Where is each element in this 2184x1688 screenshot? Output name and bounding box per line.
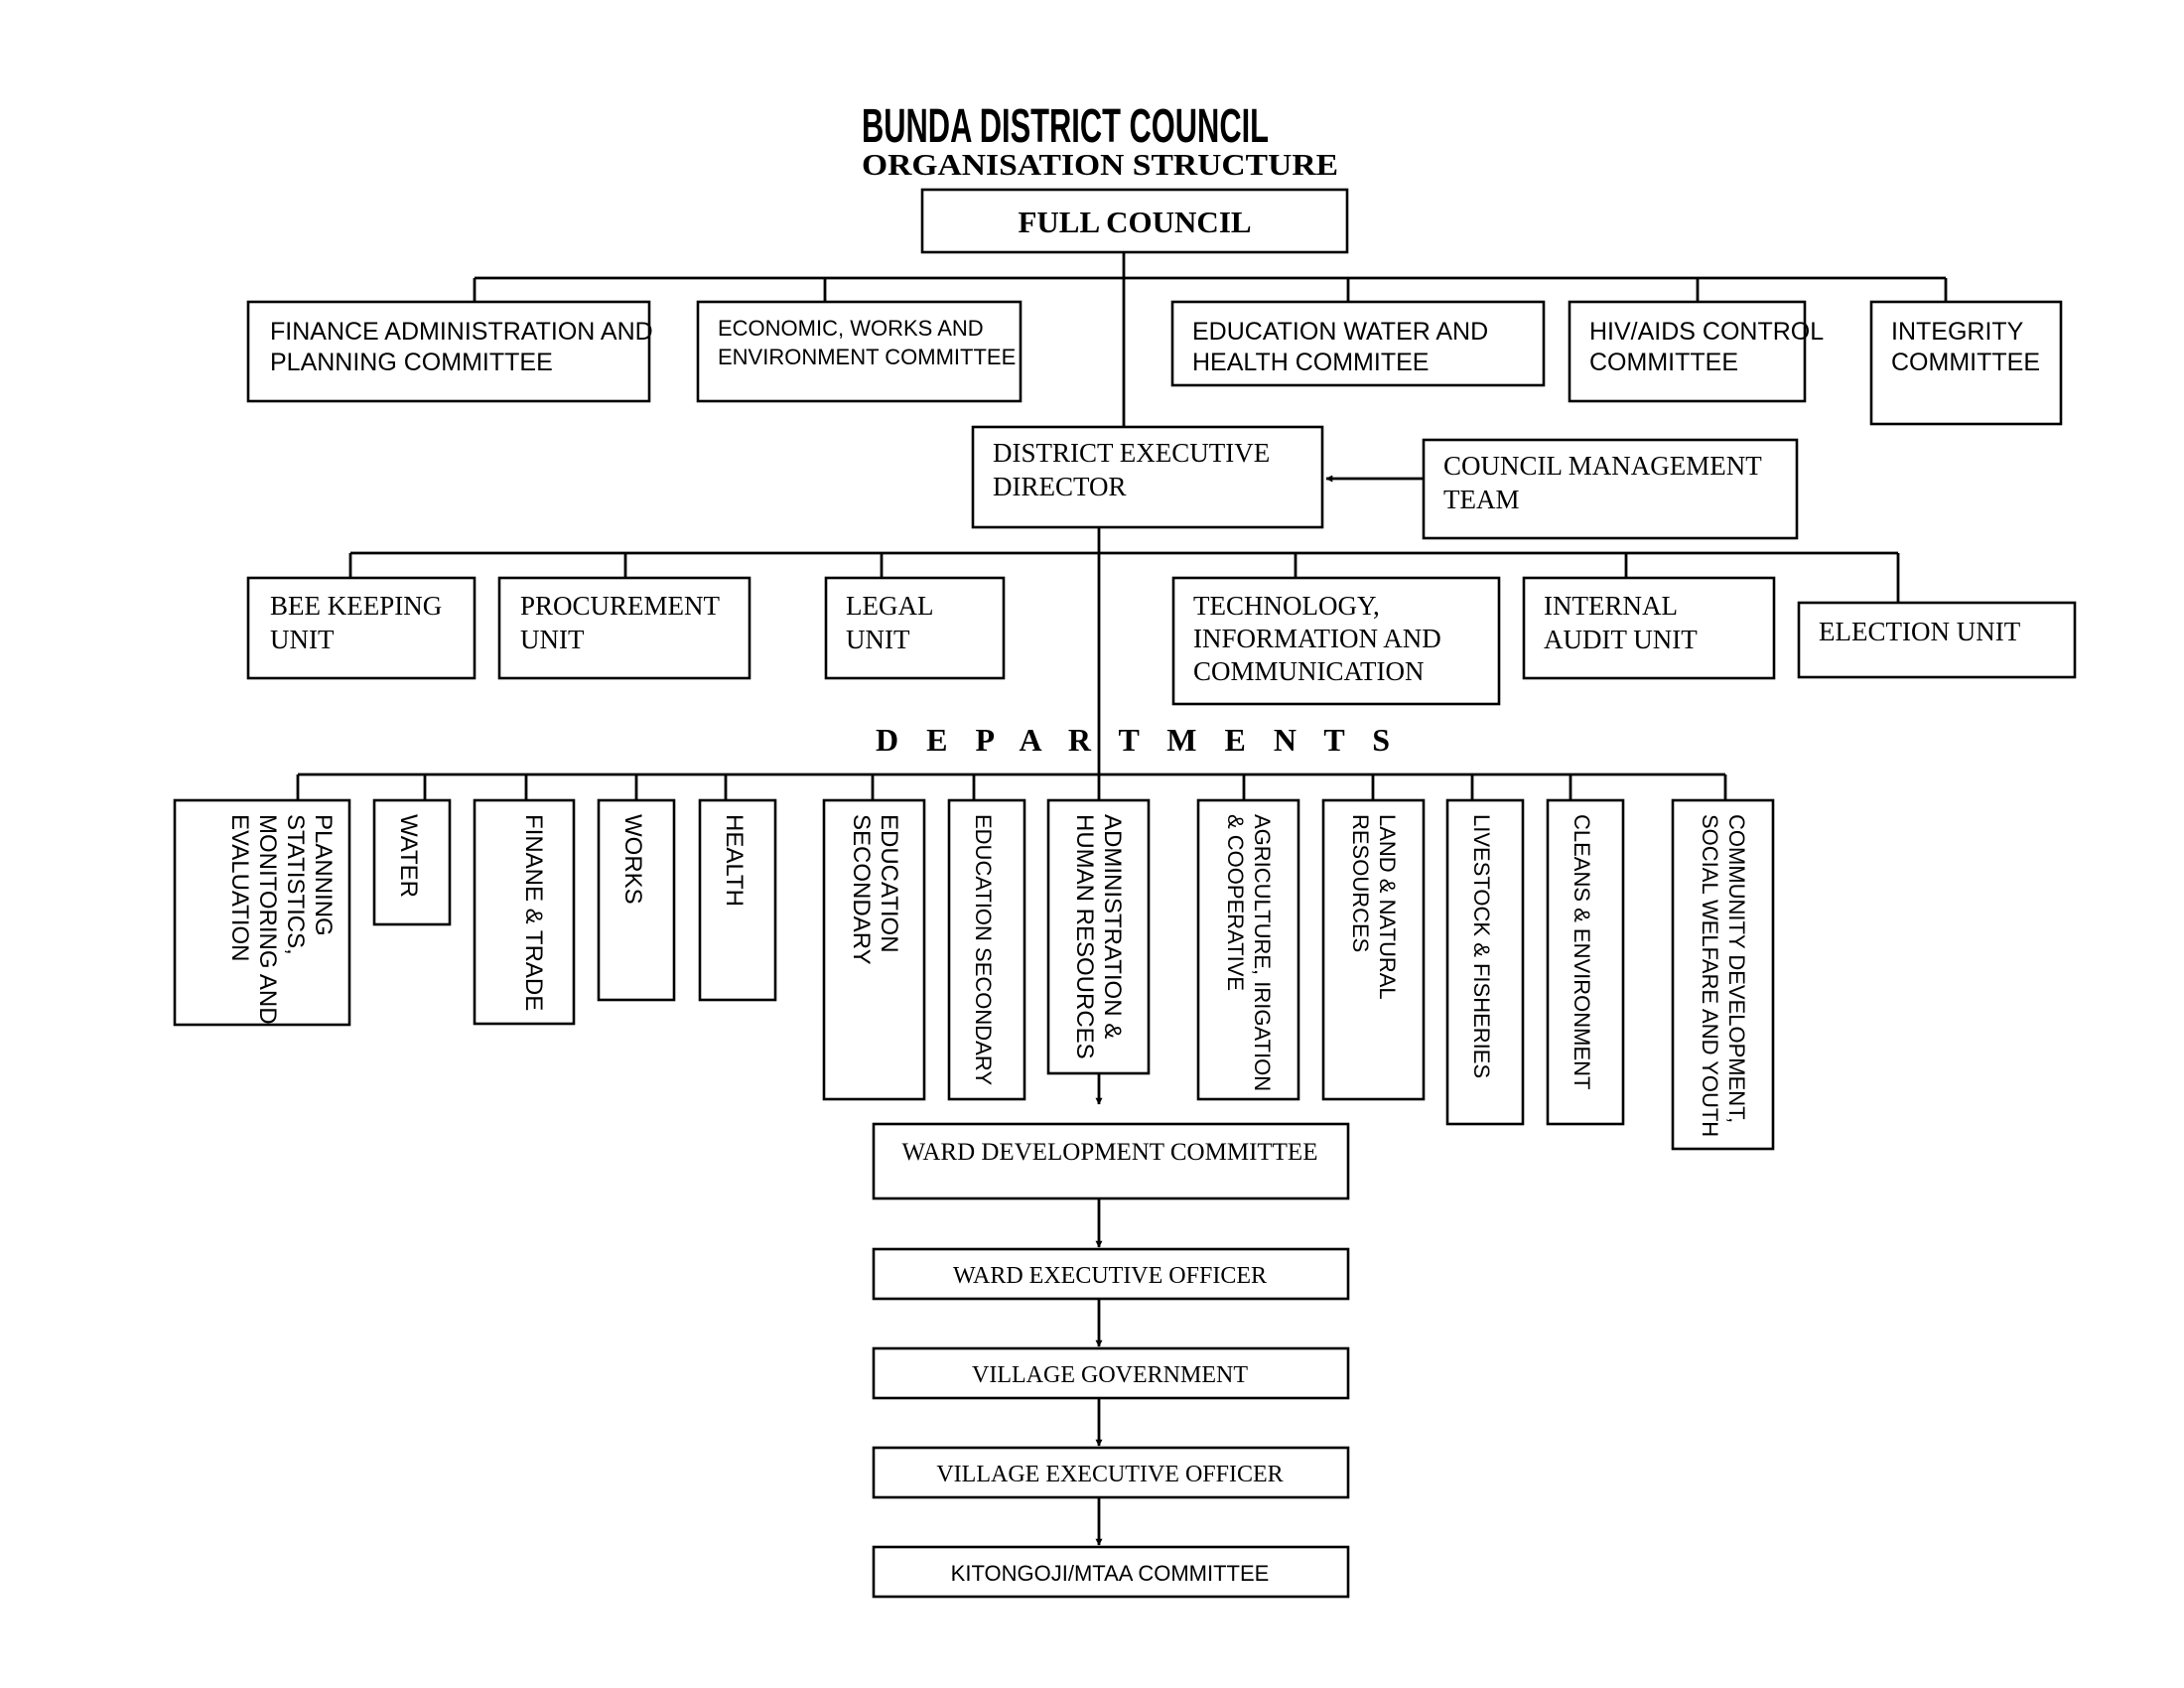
unit-label: BEE KEEPING xyxy=(270,591,442,621)
department-box: WORKS xyxy=(597,798,676,1002)
district-executive-director-box: DISTRICT EXECUTIVE DIRECTOR xyxy=(971,425,1324,529)
department-label: STATISTICS, xyxy=(282,814,309,955)
kitongoji-mtaa-committee-box: KITONGOJI/MTAA COMMITTEE xyxy=(872,1545,1350,1599)
village-executive-officer-box: VILLAGE EXECUTIVE OFFICER xyxy=(872,1446,1350,1499)
department-label: SECONDARY xyxy=(848,814,875,965)
ded-label: DIRECTOR xyxy=(993,472,1127,501)
chain-label: VILLAGE EXECUTIVE OFFICER xyxy=(936,1462,1283,1487)
department-box: WATER xyxy=(372,798,452,926)
unit-label: AUDIT UNIT xyxy=(1544,625,1698,654)
department-label: HUMAN RESOURCES xyxy=(1071,814,1098,1059)
unit-label: PROCUREMENT xyxy=(520,591,721,621)
unit-label: INFORMATION AND xyxy=(1193,624,1441,653)
department-box: COMMUNITY DEVELOPMENT, SOCIAL WELFARE AN… xyxy=(1671,798,1775,1151)
committee-label: ENVIRONMENT COMMITTEE xyxy=(718,345,1016,369)
chain-label: VILLAGE GOVERNMENT xyxy=(972,1362,1248,1388)
ward-development-committee-box: WARD DEVELOPMENT COMMITTEE xyxy=(872,1122,1350,1200)
committee-box: ECONOMIC, WORKS AND ENVIRONMENT COMMITTE… xyxy=(696,300,1023,403)
department-label: EDUCATION SECONDARY xyxy=(971,814,996,1085)
department-box: AGRICULTURE, IRIGATION & COOPERATIVE xyxy=(1196,798,1300,1101)
department-box: LAND & NATURAL RESOURCES xyxy=(1321,798,1426,1101)
unit-box: ELECTION UNIT xyxy=(1797,601,2077,679)
department-label: MONITORING AND xyxy=(254,814,281,1025)
committee-label: ECONOMIC, WORKS AND xyxy=(718,316,984,341)
committee-label: COMMITTEE xyxy=(1891,349,2040,376)
department-label: AGRICULTURE, IRIGATION xyxy=(1250,814,1275,1091)
department-label: SOCIAL WELFARE AND YOUTH xyxy=(1698,814,1722,1137)
committee-label: HIV/AIDS CONTROL xyxy=(1589,318,1824,346)
unit-box: INTERNAL AUDIT UNIT xyxy=(1522,576,1776,680)
committee-label: INTEGRITY xyxy=(1891,318,2024,346)
chain-label: WARD DEVELOPMENT COMMITTEE xyxy=(902,1139,1318,1166)
department-label: WORKS xyxy=(619,814,646,905)
department-box: PLANNING STATISTICS, MONITORING AND EVAL… xyxy=(173,798,351,1027)
department-box: LIVESTOCK & FISHERIES xyxy=(1445,798,1525,1126)
unit-label: INTERNAL xyxy=(1544,591,1678,621)
unit-label: UNIT xyxy=(520,625,585,654)
department-label: COMMUNITY DEVELOPMENT, xyxy=(1724,814,1749,1123)
unit-box: BEE KEEPING UNIT xyxy=(246,576,477,680)
department-box: EDUCATION SECONDARY xyxy=(947,798,1026,1101)
cmt-label: TEAM xyxy=(1443,485,1520,514)
department-label: LAND & NATURAL xyxy=(1375,814,1400,1000)
committee-label: EDUCATION WATER AND xyxy=(1192,318,1488,346)
ward-executive-officer-box: WARD EXECUTIVE OFFICER xyxy=(872,1247,1350,1301)
unit-label: LEGAL xyxy=(846,591,933,621)
department-label: ADMINISTRATION & xyxy=(1099,814,1126,1039)
department-box: CLEANS & ENVIRONMENT xyxy=(1546,798,1625,1126)
cmt-label: COUNCIL MANAGEMENT xyxy=(1443,451,1762,481)
committee-box: INTEGRITY COMMITTEE xyxy=(1869,300,2063,426)
committee-label: COMMITTEE xyxy=(1589,349,1738,376)
department-box: FINANE & TRADE xyxy=(473,798,576,1026)
department-label: EVALUATION xyxy=(226,814,253,961)
committee-box: HIV/AIDS CONTROL COMMITTEE xyxy=(1568,300,1824,403)
committee-label: FINANCE ADMINISTRATION AND xyxy=(270,318,653,346)
committee-label: HEALTH COMMITEE xyxy=(1192,349,1429,376)
council-management-team-box: COUNCIL MANAGEMENT TEAM xyxy=(1422,438,1799,540)
departments-heading: D E P A R T M E N T S xyxy=(876,722,1390,758)
chart-title: BUNDA DISTRICT COUNCIL xyxy=(862,100,1269,153)
chart-subtitle: ORGANISATION STRUCTURE xyxy=(862,147,1338,182)
department-label: & COOPERATIVE xyxy=(1223,814,1248,991)
committee-label: PLANNING COMMITTEE xyxy=(270,349,553,376)
full-council-label: FULL COUNCIL xyxy=(1018,205,1251,239)
unit-box: PROCUREMENT UNIT xyxy=(497,576,751,680)
department-label: EDUCATION xyxy=(876,814,902,953)
department-label: CLEANS & ENVIRONMENT xyxy=(1570,814,1594,1090)
full-council-box: FULL COUNCIL xyxy=(920,188,1349,254)
department-label: LIVESTOCK & FISHERIES xyxy=(1469,814,1494,1078)
unit-box: TECHNOLOGY, INFORMATION AND COMMUNICATIO… xyxy=(1171,576,1501,706)
department-label: HEALTH xyxy=(721,814,748,907)
department-label: WATER xyxy=(395,814,422,898)
unit-box: LEGAL UNIT xyxy=(824,576,1006,680)
committee-box: EDUCATION WATER AND HEALTH COMMITEE xyxy=(1170,300,1546,387)
unit-label: COMMUNICATION xyxy=(1193,656,1425,686)
department-label: FINANE & TRADE xyxy=(520,814,547,1011)
department-box: ADMINISTRATION & HUMAN RESOURCES xyxy=(1046,798,1151,1075)
ded-label: DISTRICT EXECUTIVE xyxy=(993,438,1270,468)
unit-label: UNIT xyxy=(846,625,910,654)
village-government-box: VILLAGE GOVERNMENT xyxy=(872,1346,1350,1400)
department-label: RESOURCES xyxy=(1348,814,1373,952)
unit-label: TECHNOLOGY, xyxy=(1193,591,1380,621)
unit-label: ELECTION UNIT xyxy=(1819,617,2021,646)
committee-box: FINANCE ADMINISTRATION AND PLANNING COMM… xyxy=(246,300,653,403)
department-box: HEALTH xyxy=(698,798,777,1002)
chain-label: KITONGOJI/MTAA COMMITTEE xyxy=(951,1561,1270,1586)
chain-label: WARD EXECUTIVE OFFICER xyxy=(953,1263,1267,1289)
department-label: PLANNING xyxy=(310,814,337,936)
unit-label: UNIT xyxy=(270,625,335,654)
department-box: EDUCATION SECONDARY xyxy=(822,798,926,1101)
